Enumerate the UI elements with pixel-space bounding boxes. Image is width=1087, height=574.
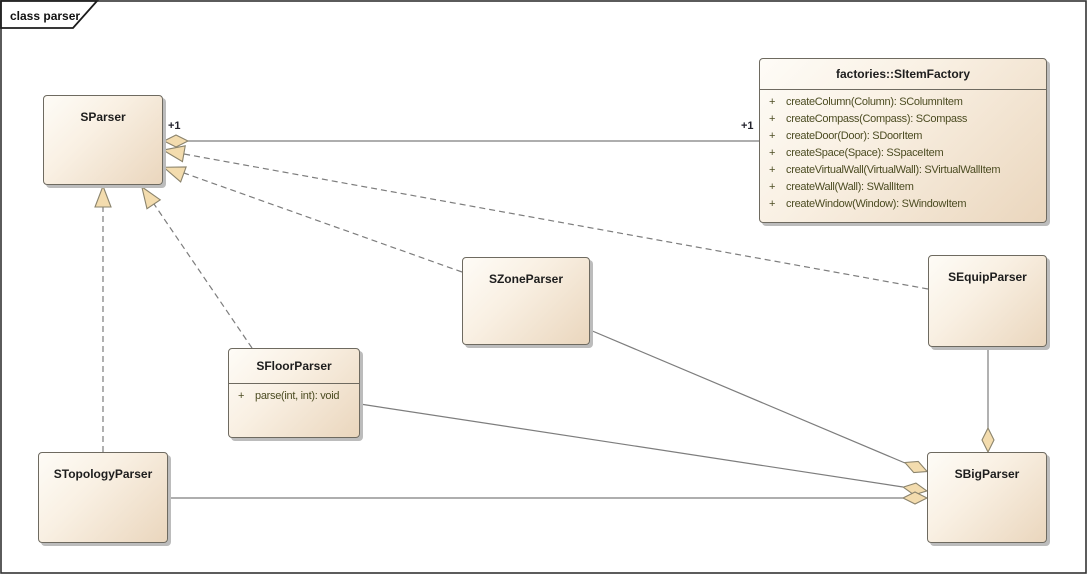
compartment-separator	[229, 383, 359, 384]
class-box-sfloorparser[interactable]: SFloorParser + parse(int, int): void	[228, 348, 360, 438]
method-row: + parse(int, int): void	[229, 388, 359, 405]
class-title: factories::SItemFactory	[835, 67, 971, 81]
class-title: SZoneParser	[488, 272, 564, 286]
realization-szoneparser-sparser[interactable]	[183, 172, 463, 273]
aggregation-diamond-sfloorparser-line	[901, 482, 929, 496]
multiplicity-sitemfactory-end: +1	[741, 120, 754, 132]
visibility-public: +	[769, 147, 776, 159]
method-signature: createSpace(Space): SSpaceItem	[786, 147, 944, 159]
class-title: SBigParser	[954, 467, 1020, 481]
method-signature: createDoor(Door): SDoorItem	[786, 130, 923, 142]
method-row: + createWindow(Window): SWindowItem	[760, 196, 1046, 213]
visibility-public: +	[238, 390, 245, 402]
method-row: + createDoor(Door): SDoorItem	[760, 128, 1046, 145]
visibility-public: +	[769, 198, 776, 210]
method-row: + createSpace(Space): SSpaceItem	[760, 145, 1046, 162]
aggregation-diamond-sequipparser-line	[981, 426, 995, 454]
visibility-public: +	[769, 164, 776, 176]
aggregation-diamond-szoneparser-line	[903, 460, 929, 474]
compartment-separator	[760, 89, 1046, 90]
method-row: + createCompass(Compass): SCompass	[760, 111, 1046, 128]
method-signature: createCompass(Compass): SCompass	[786, 113, 968, 125]
method-signature: createVirtualWall(VirtualWall): SVirtual…	[786, 164, 1001, 176]
class-title: SEquipParser	[948, 270, 1027, 284]
aggregation-szoneparser-sbigparser[interactable]	[589, 329, 906, 464]
method-row: + createVirtualWall(VirtualWall): SVirtua…	[760, 162, 1046, 179]
class-box-sbigparser[interactable]: SBigParser	[927, 452, 1047, 543]
class-title: SParser	[80, 110, 126, 124]
diagram-frame-label: class parser	[10, 9, 80, 23]
realization-sfloorparser-sparser[interactable]	[153, 203, 253, 349]
aggregation-diamond-sparser-end	[162, 134, 190, 148]
visibility-public: +	[769, 181, 776, 193]
method-signature: createWall(Wall): SWallItem	[786, 181, 914, 193]
realization-arrow-from-stopologyparser	[94, 184, 112, 208]
class-box-szoneparser[interactable]: SZoneParser	[462, 257, 590, 345]
multiplicity-sparser-end: +1	[168, 120, 181, 132]
method-row: + createColumn(Column): SColumnItem	[760, 94, 1046, 111]
realization-arrow-from-szoneparser	[162, 166, 187, 183]
aggregation-diamond-stopologyparser-line	[901, 491, 929, 505]
method-signature: parse(int, int): void	[255, 390, 340, 402]
class-box-stopologyparser[interactable]: STopologyParser	[38, 452, 168, 543]
method-list: + createColumn(Column): SColumnItem + creat…	[760, 90, 1046, 213]
realization-arrow-from-sfloorparser	[140, 185, 162, 210]
diagram-frame-tab	[0, 0, 100, 29]
method-list: + parse(int, int): void	[229, 384, 359, 405]
class-box-sparser[interactable]: SParser	[43, 95, 163, 185]
class-box-sequipparser[interactable]: SEquipParser	[928, 255, 1047, 347]
visibility-public: +	[769, 113, 776, 125]
method-signature: createColumn(Column): SColumnItem	[786, 96, 963, 108]
visibility-public: +	[769, 96, 776, 108]
realization-arrow-from-sequipparser	[161, 145, 186, 163]
method-row: + createWall(Wall): SWallItem	[760, 179, 1046, 196]
class-title: SFloorParser	[256, 359, 332, 373]
visibility-public: +	[769, 130, 776, 142]
realization-sequipparser-sparser[interactable]	[183, 153, 929, 290]
class-box-factories-sitemfactory[interactable]: factories::SItemFactory+ createColumn(Col…	[759, 58, 1047, 223]
aggregation-sfloorparser-sbigparser[interactable]	[359, 403, 904, 488]
method-signature: createWindow(Window): SWindowItem	[786, 198, 967, 210]
class-title: STopologyParser	[53, 467, 153, 481]
